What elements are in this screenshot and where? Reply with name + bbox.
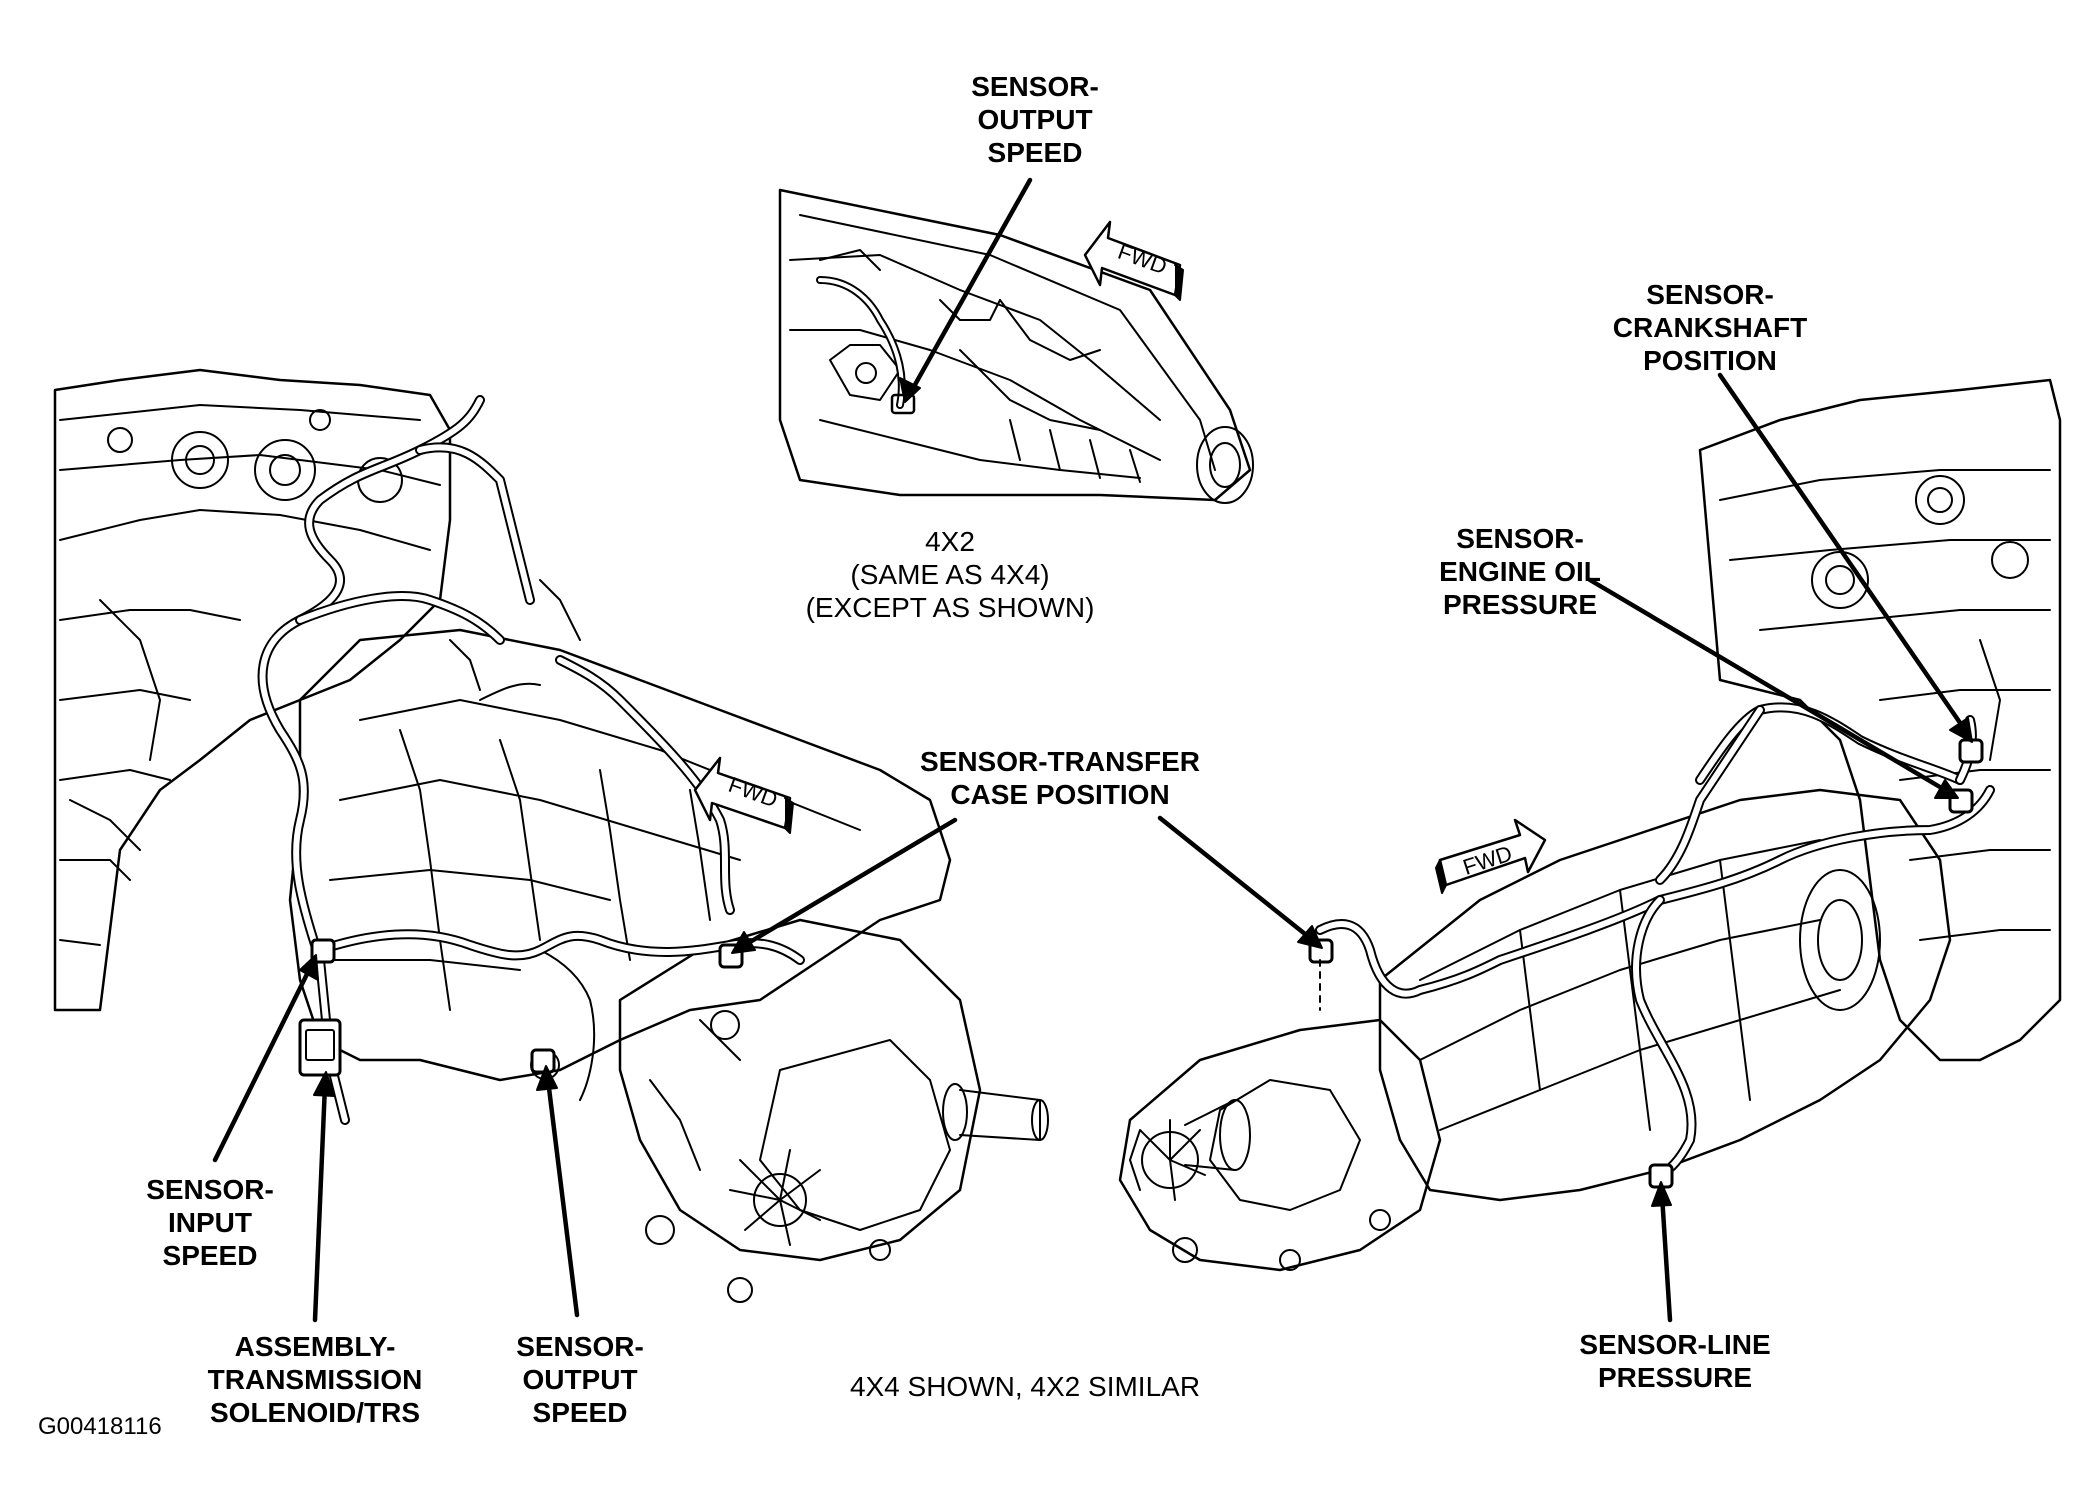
fwd-arrow-right (1435, 818, 1547, 894)
figure-id: G00418116 (38, 1413, 162, 1440)
label-sensor-input-speed: SENSOR- INPUT SPEED (146, 1174, 274, 1271)
label-sensor-transfer-case-position: SENSOR-TRANSFER CASE POSITION (919, 746, 1200, 810)
main-caption: 4X4 SHOWN, 4X2 SIMILAR (849, 1371, 1201, 1402)
label-sensor-crankshaft-position: SENSOR- CRANKSHAFT POSITION (1612, 279, 1808, 376)
fwd-arrow-inset (1083, 220, 1184, 301)
inset-caption: 4X2 (SAME AS 4X4) (EXCEPT AS SHOWN) (805, 526, 1095, 623)
leader-lines (212, 177, 1973, 1323)
fwd-arrow-left (693, 756, 794, 834)
label-sensor-line-pressure: SENSOR-LINE PRESSURE (1579, 1329, 1771, 1393)
left-4x4-assembly (53, 368, 1049, 1303)
label-sensor-output-speed-bottom: SENSOR- OUTPUT SPEED (516, 1331, 644, 1428)
label-sensor-engine-oil-pressure: SENSOR- ENGINE OIL PRESSURE (1439, 523, 1601, 620)
inset-4x2-transmission (778, 188, 1254, 504)
label-assembly-transmission-solenoid: ASSEMBLY- TRANSMISSION SOLENOID/TRS (207, 1331, 423, 1428)
fwd-text-right: FWD (1460, 841, 1515, 880)
label-sensor-output-speed-top: SENSOR- OUTPUT SPEED (971, 71, 1099, 168)
right-assembly (1118, 378, 2062, 1272)
